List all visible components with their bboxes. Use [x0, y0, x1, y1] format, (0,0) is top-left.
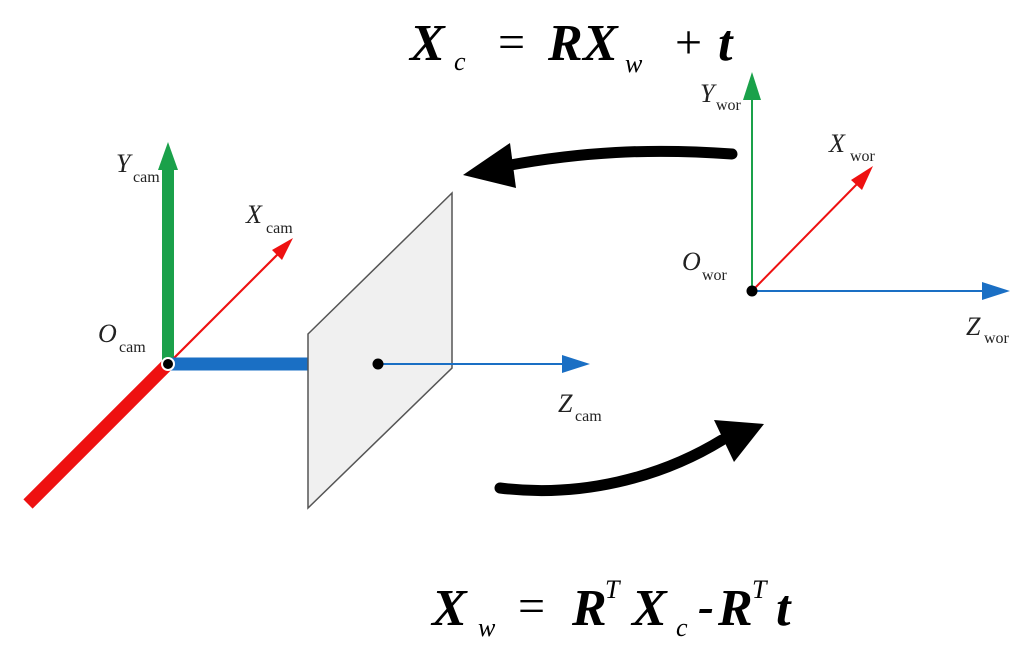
world-z-label: Z [966, 312, 981, 341]
camera-origin-dot [161, 357, 175, 371]
camera-origin-label-sub: cam [119, 339, 146, 356]
world-x-arrowhead [851, 166, 873, 190]
world-z-label-sub: wor [984, 330, 1010, 347]
image-plane: Z cam [307, 191, 602, 510]
eq-top-plus: + [675, 16, 702, 69]
world-origin-dot [746, 285, 758, 297]
eq-bottom-r1-sup: T [605, 575, 621, 604]
principal-point-dot [372, 358, 384, 370]
world-x-axis [751, 182, 859, 292]
eq-bottom-x: X [630, 580, 668, 637]
camera-to-world-arrow [494, 434, 728, 497]
world-origin-label-sub: wor [702, 267, 728, 284]
eq-top-equals: = [498, 16, 525, 69]
world-y-label-sub: wor [716, 97, 742, 114]
camera-z-label: Z [558, 389, 573, 418]
world-origin-label: O [682, 247, 701, 276]
camera-x-axis-thick [23, 359, 173, 509]
eq-top-x-sub: w [625, 49, 643, 78]
world-to-camera-arrowhead [463, 143, 516, 188]
eq-top-lhs: X [408, 15, 446, 72]
eq-top-t: t [718, 15, 734, 72]
eq-bottom-equals: = [518, 580, 545, 633]
image-plane-rect [307, 191, 453, 510]
eq-bottom-minus: - [698, 580, 714, 633]
camera-z-label-sub: cam [575, 408, 602, 425]
eq-top-r: R [547, 15, 583, 72]
transform-arrows [463, 143, 764, 497]
eq-bottom-r2: R [717, 580, 753, 637]
eq-bottom-r1: R [571, 580, 607, 637]
camera-z-arrowhead [562, 355, 590, 373]
camera-x-label: X [245, 200, 263, 229]
camera-y-arrowhead [158, 142, 178, 170]
camera-origin-label: O [98, 319, 117, 348]
eq-bottom-t: t [776, 580, 792, 637]
camera-frame: Y cam X cam O cam [23, 142, 308, 509]
camera-y-label-sub: cam [133, 169, 160, 186]
equation-top: X c = R X w + t [408, 15, 734, 78]
world-y-arrowhead [743, 72, 761, 100]
eq-top-lhs-sub: c [454, 47, 466, 76]
world-x-label: X [828, 129, 846, 158]
camera-x-arrowhead [272, 238, 293, 260]
world-x-label-sub: wor [850, 148, 876, 165]
eq-bottom-lhs: X [430, 580, 468, 637]
camera-to-world-arrowhead [714, 420, 764, 462]
eq-bottom-lhs-sub: w [478, 613, 496, 642]
eq-bottom-r2-sup: T [752, 575, 768, 604]
camera-x-axis [167, 253, 279, 365]
world-y-label: Y [700, 79, 717, 108]
eq-bottom-x-sub: c [676, 613, 688, 642]
world-frame: Y wor X wor O wor Z wor [682, 72, 1010, 347]
camera-x-label-sub: cam [266, 220, 293, 237]
equation-bottom: X w = R T X c - R T t [430, 575, 792, 642]
eq-top-x: X [581, 15, 619, 72]
world-z-arrowhead [982, 282, 1010, 300]
camera-y-label: Y [116, 149, 133, 178]
world-to-camera-arrow [499, 145, 738, 172]
